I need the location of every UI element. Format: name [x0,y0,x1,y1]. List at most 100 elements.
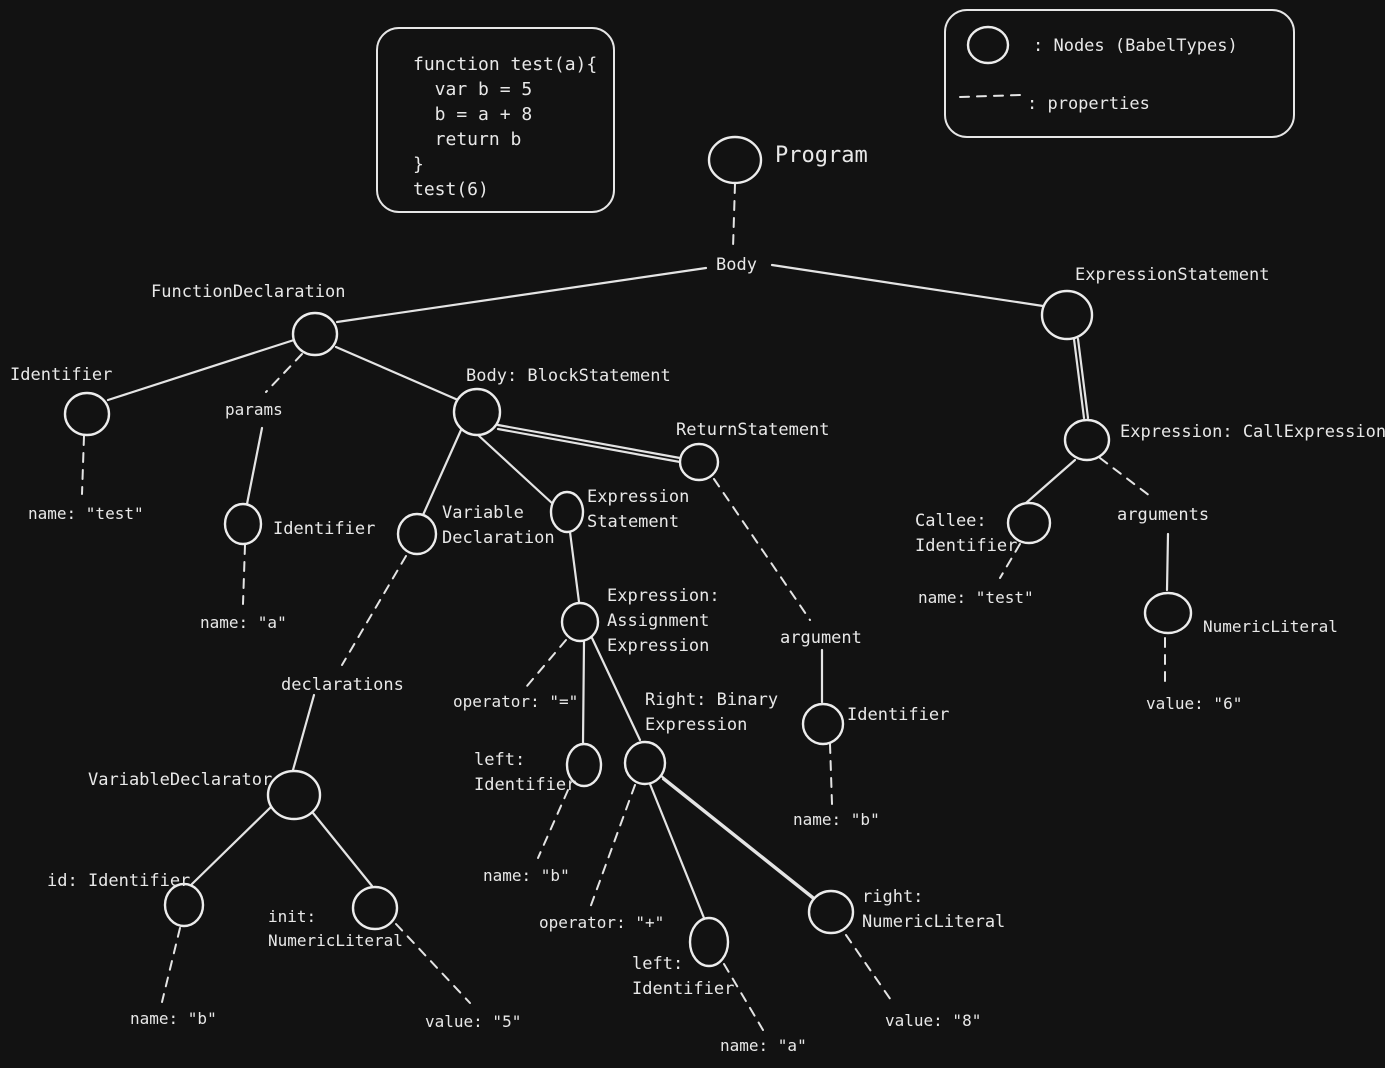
edge-exprstmt-call [1072,337,1086,420]
node-identifier-arg [801,702,845,746]
edge-binary-right [658,773,815,899]
label-right-numeric: right: [862,887,923,907]
label-name-test-fn: name: "test" [28,504,144,523]
label-name-b-arg: name: "b" [793,810,880,829]
node-identifier-fn [63,391,111,437]
edge-declarations-declarator [291,693,316,772]
edge-declarator-init [311,811,374,888]
label-id-identifier: id: Identifier [47,871,190,891]
label-callee-identifier: Callee: [915,511,987,531]
label-expression-statement-inner: Expression [587,487,689,507]
node-variable-declaration [396,512,438,556]
label-assignment-expression: Expression [607,636,709,656]
edge-vardecl-declarations [341,555,407,666]
legend: : Nodes (BabelTypes) : properties [944,9,1295,138]
edge-call-arguments [1099,457,1151,497]
edge-assign-left [581,640,586,745]
code-box-border [376,27,615,213]
edge-exprstmt-assign [568,530,581,604]
label-expression-statement-inner: Statement [587,512,679,532]
code-line: b = a + 8 [413,104,532,125]
edge-param-name [242,544,246,605]
label-value-8: value: "8" [885,1011,981,1030]
node-expression-statement-root [1040,289,1094,341]
node-variable-declarator [266,769,322,821]
label-params: params [225,400,283,419]
label-right-binary: Expression [645,715,747,735]
node-right-numeric [807,889,855,935]
label-numeric-literal-arg: NumericLiteral [1203,617,1338,636]
label-variable-declaration: Declaration [442,528,555,548]
code-line: return b [413,129,521,150]
edge-params-identifier [245,426,264,506]
node-left-identifier-a [688,916,730,968]
legend-node-icon [966,25,1010,65]
label-init-numeric: NumericLiteral [268,931,403,950]
legend-dash-icon [959,94,1021,98]
edge-right-value [845,934,894,1004]
labels: Program Body FunctionDeclaration Express… [10,143,1385,1055]
label-expression-statement-root: ExpressionStatement [1075,265,1269,285]
label-operator-eq: operator: "=" [453,692,578,711]
label-left-identifier-a: left: [632,954,683,974]
edge-binary-operator [589,784,636,909]
code-line: function test(a){ [413,54,597,75]
edge-binary-left [648,782,706,920]
node-id-identifier [163,882,205,928]
legend-nodes-label: : Nodes (BabelTypes) [1033,36,1238,56]
edge-fndecl-identifier [106,338,296,402]
nodes [63,135,1193,968]
edge-callee-name [999,543,1021,579]
node-init-numeric [351,885,399,931]
label-right-binary: Right: Binary [645,690,778,710]
edge-id-name [161,927,181,1003]
code-line: } [413,154,424,175]
legend-properties-label: : properties [1027,94,1150,114]
node-call-expression [1063,418,1111,462]
label-value-6: value: "6" [1146,694,1242,713]
node-program [707,135,763,185]
label-left-identifier-b: left: [474,750,525,770]
label-assignment-expression: Assignment [607,611,709,631]
edge-declarator-id [190,804,274,886]
label-identifier-param: Identifier [273,519,375,539]
label-argument: argument [780,628,862,648]
node-expression-statement-inner [549,490,585,534]
edge-block-vardecl [421,428,463,517]
label-name-b-id: name: "b" [130,1009,217,1028]
label-left-identifier-a: Identifier [632,979,734,999]
label-callee-identifier: Identifier [915,536,1017,556]
label-function-declaration: FunctionDeclaration [151,282,345,302]
label-declarations: declarations [281,675,404,695]
label-name-b-left: name: "b" [483,866,570,885]
label-program: Program [775,143,868,168]
edge-return-argument [713,478,811,621]
label-assignment-expression: Expression: [607,586,720,606]
label-value-5: value: "5" [425,1012,521,1031]
edge-block-return [496,423,682,460]
edge-block-exprstmt [476,433,555,506]
edge-block-return-2 [496,427,682,464]
node-numeric-literal-arg [1143,591,1193,635]
code-line: var b = 5 [413,79,532,100]
edge-lefta-name [723,963,764,1031]
node-function-declaration [291,311,339,357]
node-identifier-param [223,502,263,546]
edge-argid-name [829,743,833,805]
label-call-expression: Expression: CallExpression [1120,422,1385,442]
label-identifier-arg: Identifier [847,705,949,725]
edge-arguments-numeric [1165,532,1170,592]
node-binary-expression [623,740,667,786]
label-body: Body [716,255,757,275]
label-identifier-fn: Identifier [10,365,112,385]
edge-left-name [537,789,569,859]
label-init-numeric: init: [268,907,316,926]
node-left-identifier-b [565,742,603,788]
edge-fndecl-params [265,353,303,393]
label-arguments: arguments [1117,505,1209,525]
label-right-numeric: NumericLiteral [862,912,1005,932]
code-box: function test(a){ var b = 5 b = a + 8 re… [376,27,615,213]
edge-body-fndecl [335,266,708,324]
edge-init-value [395,923,471,1004]
